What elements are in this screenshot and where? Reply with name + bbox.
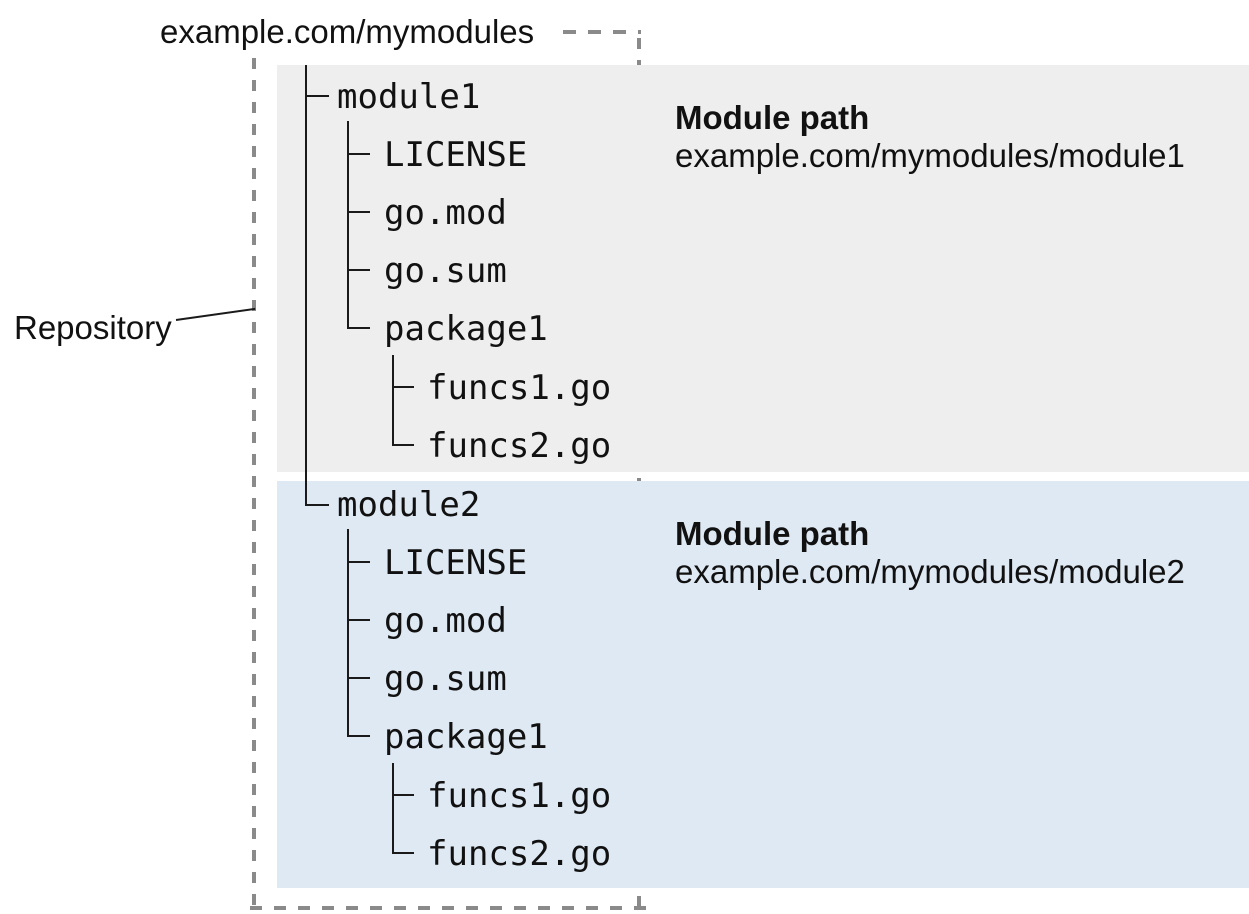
- module2-box: [277, 481, 1249, 888]
- tree-item-package1: package1: [384, 717, 548, 757]
- tree-item-gosum: go.sum: [384, 659, 507, 699]
- tree-branch-m2-gomod: [347, 619, 370, 621]
- tree-branch-m2-gosum: [347, 677, 370, 679]
- tree-branch-m1-gomod: [347, 211, 370, 213]
- url-dashed-connector-line: [563, 30, 641, 34]
- tree-branch-m2-funcs1: [392, 794, 414, 796]
- tree-root-vertical-line: [305, 65, 307, 506]
- tree-item-funcs2: funcs2.go: [427, 834, 612, 874]
- tree-branch-module2: [305, 504, 329, 506]
- tree-module1-level3-vertical: [392, 355, 394, 446]
- tree-branch-module1: [305, 95, 329, 97]
- tree-item-funcs1: funcs1.go: [427, 368, 612, 408]
- tree-item-gomod: go.mod: [384, 601, 507, 641]
- repository-label: Repository: [14, 309, 172, 346]
- tree-branch-m1-package1: [347, 327, 370, 329]
- tree-branch-m2-funcs2: [392, 852, 414, 854]
- tree-branch-m2-license: [347, 561, 370, 563]
- tree-branch-m1-gosum: [347, 269, 370, 271]
- tree-item-license: LICENSE: [384, 543, 528, 583]
- tree-item-funcs1: funcs1.go: [427, 776, 612, 816]
- tree-branch-m1-license: [347, 153, 370, 155]
- repository-border-right: [637, 38, 641, 910]
- tree-item-module1-name: module1: [337, 77, 481, 117]
- tree-branch-m1-funcs2: [392, 444, 414, 446]
- repository-border-left: [252, 58, 256, 910]
- tree-item-module2-name: module2: [337, 485, 481, 525]
- tree-module2-level3-vertical: [392, 763, 394, 854]
- module2-path-value: example.com/mymodules/module2: [675, 553, 1185, 590]
- tree-item-package1: package1: [384, 309, 548, 349]
- tree-branch-m1-funcs1: [392, 386, 414, 388]
- tree-item-license: LICENSE: [384, 135, 528, 175]
- repository-border-bottom: [250, 906, 648, 910]
- tree-item-funcs2: funcs2.go: [427, 426, 612, 466]
- tree-branch-m2-package1: [347, 735, 370, 737]
- repository-pointer-line: [175, 307, 256, 321]
- tree-module2-level2-vertical: [347, 529, 349, 737]
- tree-item-gomod: go.mod: [384, 193, 507, 233]
- module1-path-value: example.com/mymodules/module1: [675, 137, 1185, 174]
- repository-url-label: example.com/mymodules: [160, 13, 535, 50]
- module2-path-heading: Module path: [675, 515, 870, 552]
- tree-module1-level2-vertical: [347, 121, 349, 329]
- module1-box: [277, 65, 1249, 472]
- tree-item-gosum: go.sum: [384, 251, 507, 291]
- module1-path-heading: Module path: [675, 99, 870, 136]
